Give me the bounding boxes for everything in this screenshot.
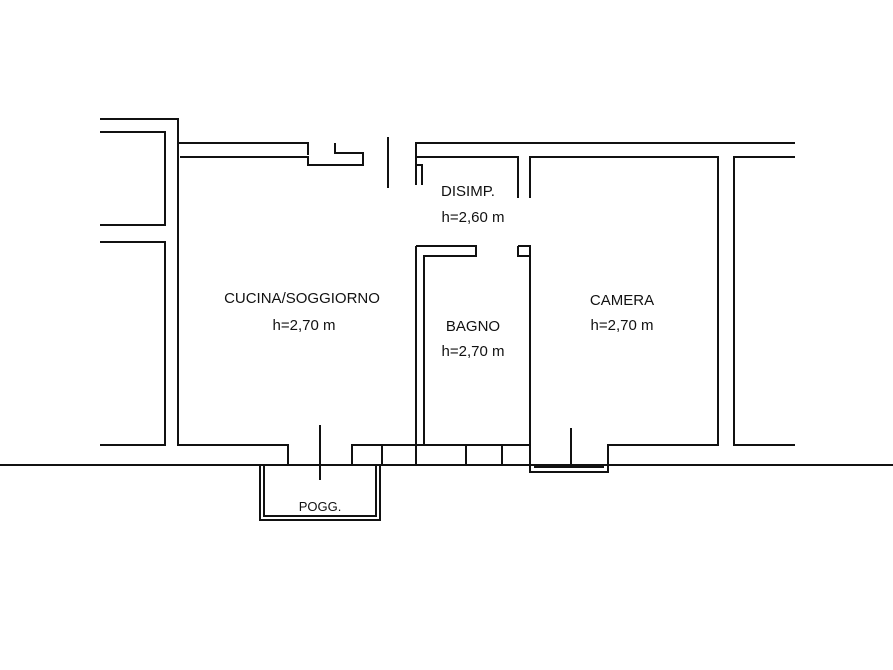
wall-bath-right (518, 245, 531, 445)
room-labels: CUCINA/SOGGIORNO h=2,70 m DISIMP. h=2,60… (224, 183, 654, 514)
room-name-disimpegno: DISIMP. (441, 183, 495, 200)
wall-top-right-inner (415, 156, 519, 198)
walls (0, 118, 893, 521)
wall-kitchen-top (177, 143, 289, 465)
wall-bath-left (416, 245, 477, 445)
facade-segment-3 (501, 444, 531, 466)
wall-bedroom-bottom (529, 445, 609, 473)
wall-left-lower (100, 241, 166, 446)
room-name-poggiolo: POGG. (299, 499, 342, 514)
room-name-camera: CAMERA (590, 292, 654, 309)
wall-left-upper (100, 118, 309, 155)
facade-segment-1 (351, 444, 383, 466)
wall-right-neighbour (733, 156, 795, 446)
window-1 (381, 444, 417, 466)
facade-segment-2 (415, 444, 467, 466)
wall-top-right (415, 142, 795, 185)
room-height-disimpegno: h=2,60 m (442, 209, 505, 226)
wall-left-upper-inner (100, 131, 166, 226)
room-name-bagno: BAGNO (446, 318, 500, 335)
wall-disimp-right (529, 156, 719, 470)
room-height-bagno: h=2,70 m (442, 343, 505, 360)
balcony-outline (259, 465, 381, 521)
window-2 (465, 444, 503, 466)
wall-kitchen-top-inner (180, 143, 364, 166)
balcony-inner (263, 465, 377, 517)
room-height-camera: h=2,70 m (591, 317, 654, 334)
wall-bath-right-inner (517, 246, 530, 257)
room-name-cucina: CUCINA/SOGGIORNO (224, 290, 380, 307)
room-height-cucina: h=2,70 m (273, 317, 336, 334)
